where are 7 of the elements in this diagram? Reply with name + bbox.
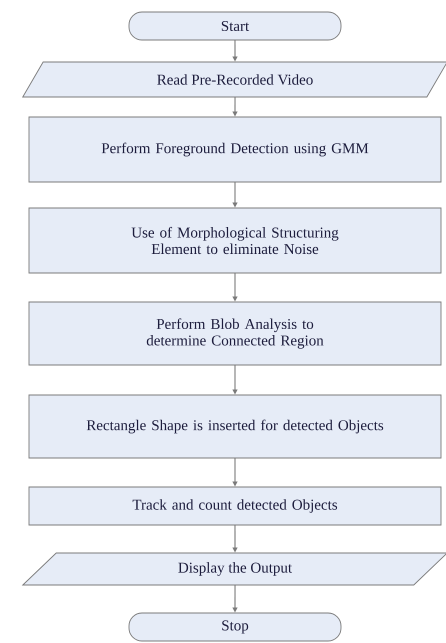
process-box: Track and count detected Objects bbox=[28, 486, 442, 526]
terminal-box: Stop bbox=[128, 612, 342, 642]
terminal-box: Start bbox=[128, 12, 342, 40]
process-box: Rectangle Shape is inserted for detected Objects bbox=[28, 394, 442, 458]
process-box: Perform Blob Analysis to determine Connected Region bbox=[28, 302, 442, 366]
process-box: Perform Foreground Detection using GMM bbox=[28, 116, 442, 182]
process-box: Use of Morphological Structuring Element to eliminate Noise bbox=[28, 208, 442, 274]
